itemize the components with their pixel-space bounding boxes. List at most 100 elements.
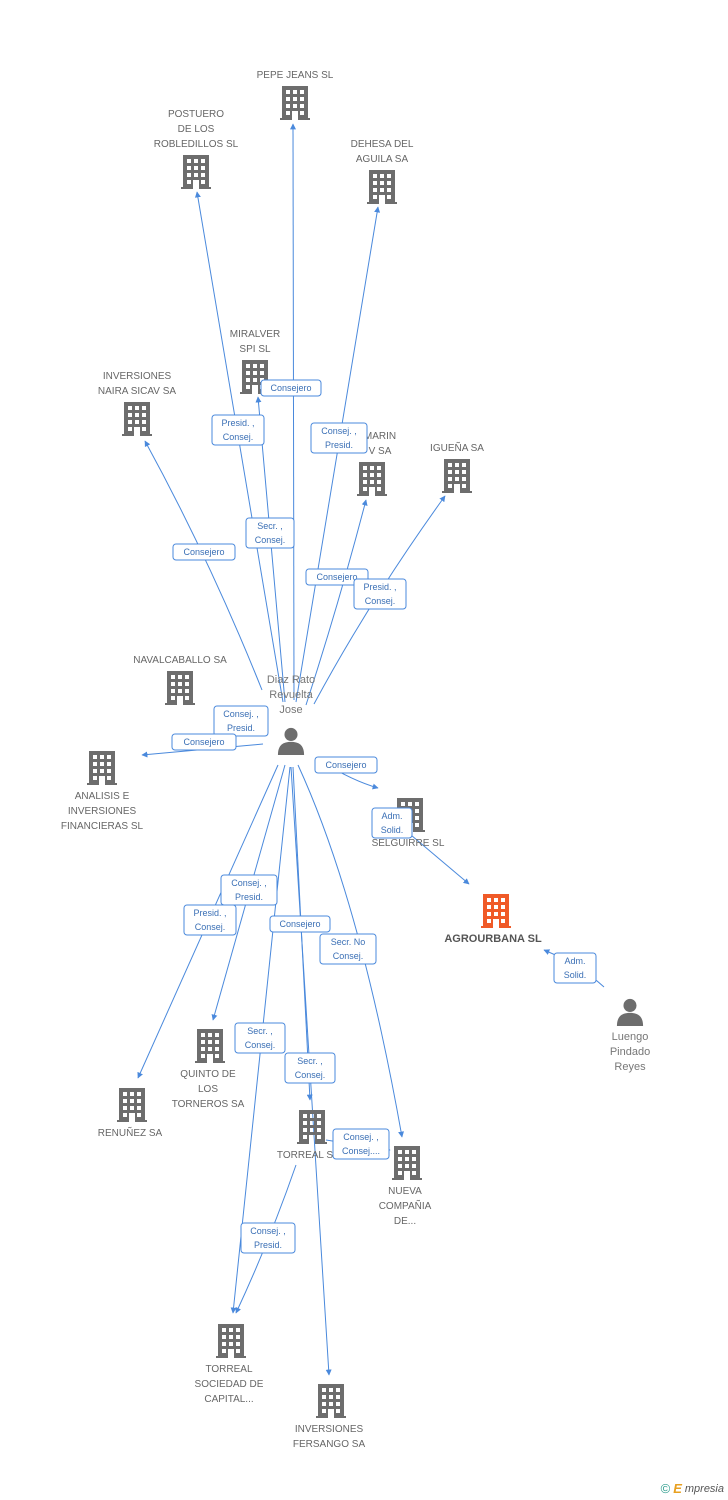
edge-label-quinto[interactable]: Consej. ,Presid. xyxy=(220,874,278,906)
edge-label-renunez[interactable]: Presid. ,Consej. xyxy=(183,904,237,936)
edge-label-text: Consej. xyxy=(245,1040,276,1050)
building-icon xyxy=(316,1384,346,1418)
edge-label-inversiones_naira[interactable]: Consejero xyxy=(172,543,236,561)
edge-label-text: Solid. xyxy=(564,970,587,980)
company-node-renunez[interactable]: RENUÑEZ SA xyxy=(98,1088,163,1139)
building-icon xyxy=(280,86,310,120)
company-node-iguena[interactable]: IGUEÑA SA xyxy=(430,441,484,493)
node-label-line: MIRALVER xyxy=(230,329,280,340)
edge-label-torreal_s[interactable]: Consejero xyxy=(269,915,331,933)
company-node-navalcaballo[interactable]: NAVALCABALLO SA xyxy=(133,655,227,705)
node-label-line: FINANCIERAS SL xyxy=(61,821,144,832)
edge-label-fersango[interactable]: Secr. ,Consej. xyxy=(284,1052,336,1084)
edge-dehesa xyxy=(295,206,381,703)
company-node-pepe_jeans[interactable]: PEPE JEANS SL xyxy=(257,70,334,120)
edge-label-box xyxy=(213,705,269,737)
edge-label-box xyxy=(240,1222,296,1254)
edge-label-navalcaballo[interactable]: Consej. ,Presid. xyxy=(213,705,269,737)
node-label-line: SOCIEDAD DE xyxy=(195,1379,264,1390)
node-label-line: Pindado xyxy=(610,1046,650,1058)
node-label-line: NAIRA SICAV SA xyxy=(98,386,177,397)
node-label-line: CAPITAL... xyxy=(204,1394,253,1405)
edge-label-iguena[interactable]: Presid. ,Consej. xyxy=(353,578,407,610)
edge-label-torreal_sociedad[interactable]: Secr. , Consej. xyxy=(234,1022,286,1054)
company-node-nueva[interactable]: NUEVACOMPAÑIADE... xyxy=(379,1146,432,1227)
copyright-icon: © xyxy=(660,1481,671,1496)
edge-label-text: Consej. , xyxy=(250,1226,286,1236)
node-label-line: TORNEROS SA xyxy=(172,1099,245,1110)
edge-nueva xyxy=(297,764,405,1138)
building-icon xyxy=(195,1029,225,1063)
building-icon xyxy=(481,894,511,928)
edge-label-box xyxy=(245,517,295,549)
edge-label-box xyxy=(305,568,369,586)
building-icon xyxy=(181,155,211,189)
edge-label-text: Consejero xyxy=(279,919,320,929)
building-icon xyxy=(357,462,387,496)
node-label-line: INVERSIONES xyxy=(103,371,172,382)
edge-label-pepe_jeans[interactable]: Consejero xyxy=(260,379,322,397)
edge-pepe_jeans xyxy=(290,123,297,701)
edge-label-analisis[interactable]: Consejero xyxy=(171,733,237,751)
edge-label-text: Consej. , xyxy=(223,709,259,719)
node-label-line: V SA xyxy=(369,446,392,457)
node-label-line: IGUEÑA SA xyxy=(430,441,484,454)
edge-label-luengo_agro[interactable]: Adm.Solid. xyxy=(553,952,597,984)
edge-label-postuero[interactable]: Presid. ,Consej. xyxy=(211,414,265,446)
person-icon xyxy=(616,998,644,1026)
node-label-line: PEPE JEANS SL xyxy=(257,70,334,81)
edge-label-selguirre_agro[interactable]: Adm.Solid. xyxy=(371,807,413,839)
edge-label-torreal_s_sociedad[interactable]: Consej. ,Presid. xyxy=(240,1222,296,1254)
edge-label-text: Consej. xyxy=(295,1070,326,1080)
node-label-line: NAVALCABALLO SA xyxy=(133,655,227,666)
company-node-dehesa[interactable]: DEHESA DEL AGUILA SA xyxy=(351,139,414,204)
building-icon xyxy=(216,1324,246,1358)
node-label-line: Luengo xyxy=(612,1031,649,1043)
edge-label-selguirre[interactable]: Consejero xyxy=(314,756,378,774)
node-label-line: RENUÑEZ SA xyxy=(98,1126,163,1139)
edge-label-text: Consej. xyxy=(195,922,226,932)
edge-label-text: Secr. No xyxy=(331,937,366,947)
node-label-line: DEHESA DEL xyxy=(351,139,414,150)
edge-label-text: Consejero xyxy=(316,572,357,582)
edge-label-box xyxy=(183,904,237,936)
edge-label-marin[interactable]: Consejero xyxy=(305,568,369,586)
node-label-line: POSTUERO xyxy=(168,109,224,120)
node-label-line: AGUILA SA xyxy=(356,154,409,165)
company-node-agrourbana[interactable]: AGROURBANA SL xyxy=(444,894,542,945)
node-label-line: DE LOS xyxy=(178,124,215,135)
edge-label-miralver[interactable]: Secr. ,Consej. xyxy=(245,517,295,549)
edge-label-text: Consejero xyxy=(270,383,311,393)
company-node-torreal_s[interactable]: TORREAL S xyxy=(277,1110,333,1161)
edge-label-text: Consej. xyxy=(223,432,254,442)
edge-label-box xyxy=(284,1052,336,1084)
edge-label-text: Consejero xyxy=(183,547,224,557)
edge-label-torreal_s_nueva[interactable]: Consej. ,Consej.... xyxy=(332,1128,390,1160)
edge-label-text: Secr. , xyxy=(247,1026,273,1036)
edge-label-dehesa[interactable]: Consej. ,Presid. xyxy=(310,422,368,454)
edge-label-box xyxy=(353,578,407,610)
edge-label-text: Consej.... xyxy=(342,1146,380,1156)
node-label-line: QUINTO DE xyxy=(180,1069,236,1080)
edge-label-box xyxy=(371,807,413,839)
company-node-selguirre[interactable]: SELGUIRRE SL xyxy=(372,798,445,849)
edge-label-box xyxy=(220,874,278,906)
edge-label-box xyxy=(319,933,377,965)
building-icon xyxy=(297,1110,327,1144)
company-node-inversiones_naira[interactable]: INVERSIONES NAIRA SICAV SA xyxy=(98,371,177,436)
edge-label-box xyxy=(234,1022,286,1054)
node-label-line: FERSANGO SA xyxy=(293,1439,366,1450)
